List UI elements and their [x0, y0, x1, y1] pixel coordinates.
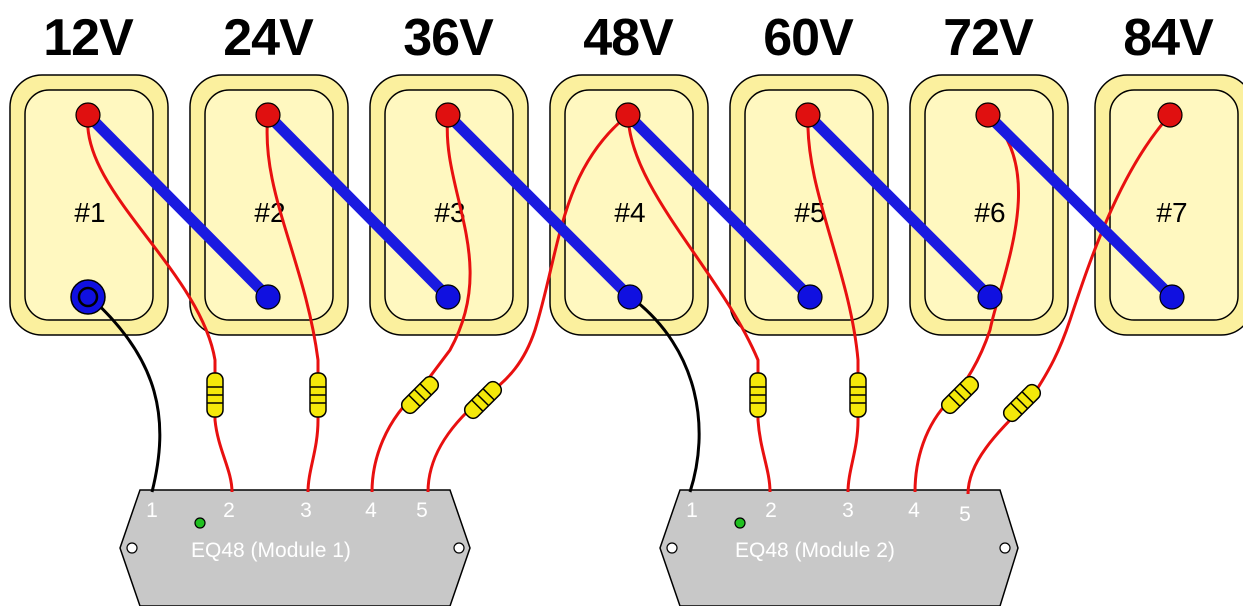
voltage-label-5: 60V	[763, 9, 854, 67]
voltage-label-4: 48V	[583, 9, 674, 67]
mount-hole-icon	[126, 542, 138, 554]
mount-hole-icon	[453, 542, 465, 554]
fuse-icon	[463, 380, 503, 420]
ground-wire-1	[88, 295, 162, 493]
fuses	[206, 372, 1042, 423]
strap-3-4	[442, 109, 636, 303]
module-2-pin-1: 1	[686, 499, 698, 522]
strap-4-5	[622, 109, 816, 303]
fuse-icon	[749, 372, 767, 418]
sense-wire-1-3	[265, 114, 320, 493]
status-led-icon	[194, 517, 206, 529]
fuse-icon	[1002, 383, 1042, 423]
fuse-icon	[940, 375, 980, 415]
battery-label-6: #6	[974, 197, 1005, 228]
battery-7: #7	[1094, 74, 1243, 336]
module-2-name: EQ48 (Module 2)	[735, 539, 895, 562]
mount-hole-icon	[999, 542, 1011, 554]
sense-wire-1-2	[86, 114, 234, 493]
fuse-icon	[309, 372, 327, 418]
battery-label-4: #4	[614, 197, 645, 228]
sense-wire-1-4	[370, 114, 472, 493]
series-straps	[82, 109, 1178, 303]
sense-wire-2-4	[913, 113, 1021, 493]
module-1-pin-5: 5	[416, 499, 428, 522]
voltage-labels: 12V 24V 36V 48V 60V 72V 84V	[43, 9, 1215, 67]
module-1-pin-1: 1	[146, 499, 158, 522]
module-1-pin-3: 3	[300, 499, 312, 522]
sense-wires	[86, 113, 1172, 495]
strap-5-6	[802, 109, 996, 303]
terminals	[70, 102, 1185, 315]
fuse-icon	[400, 375, 440, 415]
negative-terminal-icon	[70, 279, 1185, 315]
fuse-icon	[849, 372, 867, 418]
module-1-pin-4: 4	[365, 499, 377, 522]
battery-label-7: #7	[1156, 197, 1187, 228]
voltage-label-2: 24V	[223, 9, 314, 67]
module-1-name: EQ48 (Module 1)	[191, 539, 351, 562]
strap-2-3	[262, 109, 454, 303]
sense-wire-1-5	[426, 113, 629, 493]
module-2-pin-5: 5	[959, 503, 971, 526]
module-2-pin-4: 4	[908, 499, 920, 522]
fuse-icon	[206, 372, 224, 418]
sense-wire-2-5	[966, 113, 1172, 495]
ground-wires	[88, 295, 701, 493]
sense-wire-2-2	[626, 114, 772, 493]
module-1: 1 2 3 4 5 EQ48 (Module 1)	[119, 489, 471, 606]
module-1-pin-2: 2	[223, 499, 235, 522]
sense-wire-2-3	[806, 114, 860, 493]
battery-label-1: #1	[74, 197, 105, 228]
voltage-label-6: 72V	[943, 9, 1034, 67]
voltage-label-7: 84V	[1123, 9, 1214, 67]
positive-terminal-icon	[75, 102, 1183, 128]
status-led-icon	[734, 517, 746, 529]
module-2-pin-2: 2	[765, 499, 777, 522]
mount-hole-icon	[666, 542, 678, 554]
strap-6-7	[982, 109, 1178, 303]
strap-1-2	[82, 109, 274, 303]
ground-wire-2	[631, 296, 701, 493]
module-2-pin-3: 3	[842, 499, 854, 522]
voltage-label-3: 36V	[403, 9, 494, 67]
module-2: 1 2 3 4 5 EQ48 (Module 2)	[659, 489, 1019, 606]
voltage-label-1: 12V	[43, 9, 134, 67]
